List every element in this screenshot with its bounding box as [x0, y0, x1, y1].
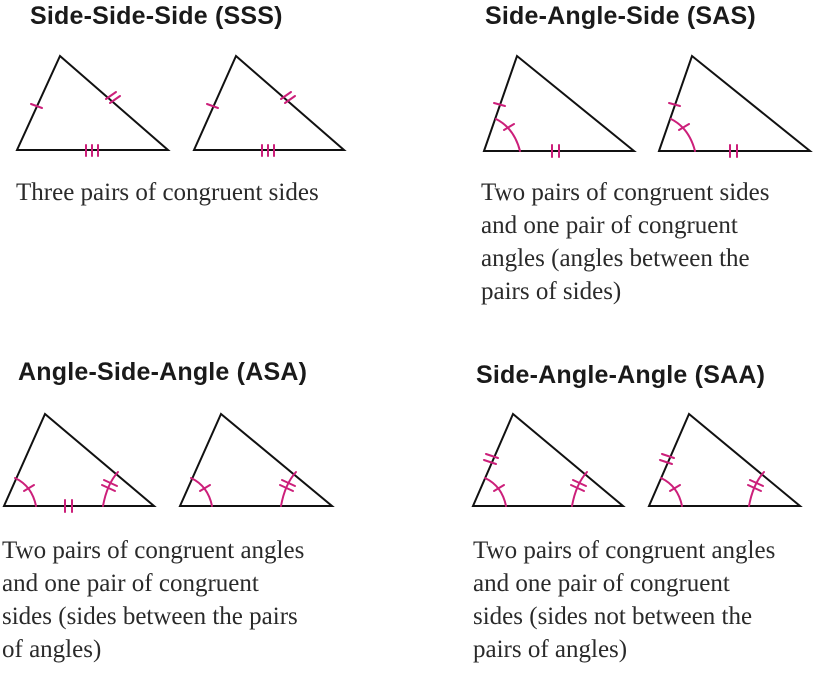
saa-triangle-1	[471, 412, 626, 507]
asa-angle-1-right	[102, 471, 119, 507]
sas-description: Two pairs of congruent sides and one pai…	[481, 176, 769, 308]
asa-description-line: Two pairs of congruent angles	[2, 537, 305, 564]
sas-triangle-2	[657, 54, 813, 152]
sas-angle-1-tick	[503, 123, 515, 131]
sas-tick-2-bottom	[729, 144, 738, 158]
sas-description-line: Two pairs of congruent sides	[481, 179, 770, 206]
saa-angle-1-right-ticks	[570, 479, 587, 492]
asa-angle-2-left-tick	[199, 484, 211, 492]
sas-tick-2-left	[668, 102, 681, 107]
saa-angle-1-left	[484, 477, 507, 507]
asa-description: Two pairs of congruent angles and one pa…	[2, 534, 304, 666]
saa-angle-2-right-ticks	[747, 479, 764, 492]
saa-description-line: pairs of angles)	[473, 636, 628, 663]
saa-angle-2-left	[660, 477, 683, 507]
saa-angle-2-left-tick	[669, 484, 681, 492]
asa-angle-1-left	[14, 477, 37, 507]
asa-angle-2-right-ticks	[279, 479, 296, 492]
sas-description-line: and one pair of congruent	[481, 212, 738, 239]
asa-description-line: sides (sides between the pairs	[2, 603, 298, 630]
saa-description-line: sides (sides not between the	[473, 603, 753, 630]
sss-tick-2-right	[280, 91, 296, 104]
sas-triangle-1	[482, 54, 637, 152]
sas-angle-2-tick	[678, 123, 690, 131]
saa-tick-2-left	[659, 453, 675, 465]
asa-description-line: and one pair of congruent	[2, 570, 259, 597]
asa-triangle-1	[2, 412, 157, 507]
asa-angle-2-left	[190, 477, 213, 507]
saa-description-line: and one pair of congruent	[473, 570, 730, 597]
saa-triangle-2	[647, 412, 803, 507]
saa-description: Two pairs of congruent angles and one pa…	[473, 534, 775, 666]
sss-tick-2-left	[206, 103, 219, 109]
asa-tick-1-bottom	[64, 499, 73, 513]
asa-angle-1-left-tick	[23, 484, 35, 492]
asa-title: Angle-Side-Angle (ASA)	[18, 358, 308, 386]
sss-tick-1-right	[105, 91, 121, 104]
sss-description: Three pairs of congruent sides	[16, 176, 319, 209]
saa-angle-2-right	[748, 471, 765, 507]
sas-description-line: angles (angles between the	[481, 245, 750, 272]
saa-angle-1-left-tick	[493, 484, 505, 492]
asa-angle-2-right	[280, 471, 297, 507]
asa-angle-1-right-ticks	[101, 479, 118, 492]
asa-triangle-2	[178, 412, 335, 507]
saa-title: Side-Angle-Angle (SAA)	[476, 361, 766, 389]
sas-angle-1	[495, 118, 521, 152]
sas-title: Side-Angle-Side (SAS)	[485, 2, 756, 30]
sas-tick-1-left	[493, 102, 506, 107]
sss-tick-1-left	[30, 103, 43, 109]
sss-tick-2-bottom	[261, 144, 275, 157]
saa-tick-1-left	[483, 453, 499, 465]
sss-tick-1-bottom	[85, 144, 99, 157]
sas-angle-2	[670, 118, 696, 152]
sss-title: Side-Side-Side (SSS)	[30, 2, 283, 30]
sas-tick-1-bottom	[551, 144, 560, 158]
sss-description-line: Three pairs of congruent sides	[16, 179, 319, 206]
sas-description-line: pairs of sides)	[481, 278, 622, 305]
saa-description-line: Two pairs of congruent angles	[473, 537, 776, 564]
asa-description-line: of angles)	[2, 636, 102, 663]
saa-angle-1-right	[571, 471, 588, 507]
sss-triangle-2	[192, 54, 347, 151]
sss-triangle-1	[15, 54, 171, 151]
